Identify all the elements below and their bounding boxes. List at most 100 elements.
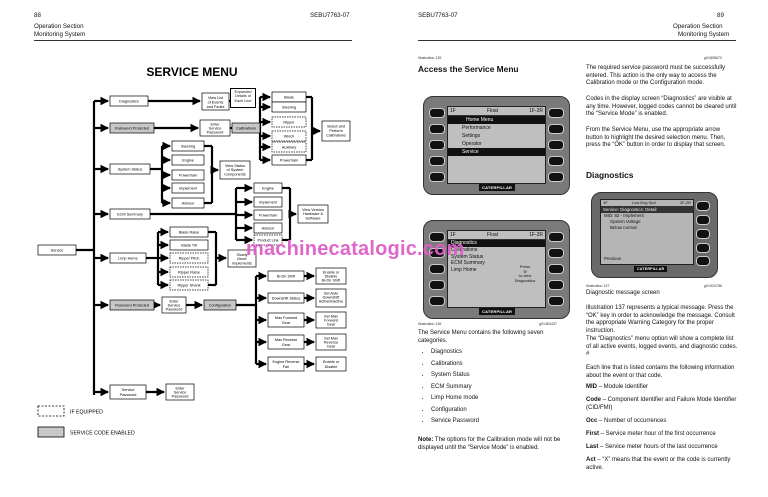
svg-text:Password: Password bbox=[207, 131, 224, 135]
subsection-title: Monitoring System bbox=[678, 31, 730, 38]
svg-text:Downshift: Downshift bbox=[323, 296, 341, 300]
node-configuration: Configuration bbox=[209, 304, 232, 308]
svg-text:Steering: Steering bbox=[181, 145, 195, 149]
caterpillar-logo: CATERPILLAR bbox=[634, 266, 668, 272]
illus135-label: Illustration 135 bbox=[418, 56, 442, 60]
def-last: Last – Service meter hours of the last o… bbox=[586, 444, 718, 450]
node-service: Service bbox=[51, 249, 64, 253]
svg-text:View Status: View Status bbox=[225, 164, 245, 168]
svg-text:View Version: View Version bbox=[302, 208, 324, 212]
caterpillar-logo: CATERPILLAR bbox=[479, 308, 516, 315]
svg-text:Engine Reverse: Engine Reverse bbox=[272, 360, 299, 364]
svg-text:Powertrain: Powertrain bbox=[179, 174, 197, 178]
node-diagnostics: Diagnostics bbox=[119, 100, 139, 104]
svg-text:Downshift Status: Downshift Status bbox=[272, 297, 301, 301]
illus135-id: g01895670 bbox=[704, 56, 722, 60]
svg-text:Ripper Pitch: Ripper Pitch bbox=[179, 257, 200, 261]
svg-text:Gear: Gear bbox=[327, 323, 336, 327]
svg-text:Active/Inactive: Active/Inactive bbox=[319, 300, 343, 304]
node-limp-home: Limp Home bbox=[118, 257, 137, 261]
svg-text:Enable or: Enable or bbox=[323, 360, 340, 364]
svg-text:Ripper Shank: Ripper Shank bbox=[177, 284, 200, 288]
svg-text:Implement: Implement bbox=[259, 201, 278, 205]
svg-text:Implements: Implements bbox=[232, 262, 252, 266]
legend-if-equipped: IF EQUIPPED bbox=[70, 410, 103, 416]
section-title: Operation Section bbox=[673, 23, 723, 30]
para-codes: Codes in the display screen “Diagnostics… bbox=[586, 96, 737, 118]
svg-text:Password: Password bbox=[166, 308, 183, 312]
svg-text:Forward: Forward bbox=[324, 319, 338, 323]
service-menu-diagram: SERVICE MENU bbox=[37, 65, 351, 438]
svg-text:Set Max: Set Max bbox=[324, 337, 338, 341]
node-calibrations: Calibrations bbox=[236, 127, 256, 131]
caterpillar-logo: CATERPILLAR bbox=[479, 184, 516, 191]
subsection-title: Monitoring System bbox=[34, 31, 86, 38]
svg-text:Move: Move bbox=[237, 257, 246, 261]
svg-text:and Faults: and Faults bbox=[207, 105, 225, 109]
svg-text:Service: Service bbox=[168, 304, 181, 308]
svg-text:Enter: Enter bbox=[175, 387, 185, 391]
svg-text:Fan: Fan bbox=[283, 365, 290, 369]
svg-text:Steering: Steering bbox=[282, 106, 296, 110]
legend-service-code-enabled: SERVICE CODE ENABLED bbox=[70, 431, 135, 437]
def-act: Act – “X” means that the event or the co… bbox=[586, 457, 731, 471]
svg-text:Password: Password bbox=[172, 395, 189, 399]
svg-text:Winch: Winch bbox=[284, 135, 295, 139]
svg-text:Perform: Perform bbox=[329, 129, 343, 133]
right-page: SEBU7763-07 89 Operation Section Monitor… bbox=[384, 0, 768, 497]
section-title: Operation Section bbox=[34, 23, 84, 30]
node-password-protected-1: Password Protected bbox=[115, 127, 149, 131]
watermark: machinecatalogic.com bbox=[246, 238, 465, 260]
svg-text:Gear: Gear bbox=[327, 345, 336, 349]
def-first: First – Service meter hour of the first … bbox=[586, 431, 716, 437]
doc-code: SEBU7763-07 bbox=[418, 12, 458, 19]
para-password: The required service password must be su… bbox=[586, 65, 726, 87]
node-service-password: Service bbox=[122, 388, 135, 392]
display-screen-1: 1F Float 1F-2R Home Menu Performance Set… bbox=[423, 96, 570, 195]
display-screen-3: 1F Low Eng Spd 1F-2R Service: Diagnostic… bbox=[591, 192, 718, 278]
para-from: From the Service Menu, use the appropria… bbox=[586, 127, 726, 149]
svg-text:Disable: Disable bbox=[325, 365, 338, 369]
svg-text:Enable or: Enable or bbox=[323, 271, 340, 275]
para-each-line: Each line that is listed contains the fo… bbox=[586, 365, 735, 379]
node-system-status: System Status bbox=[118, 168, 143, 172]
node-ecm-summary: ECM Summary bbox=[117, 213, 143, 217]
svg-text:Slowly: Slowly bbox=[237, 253, 248, 257]
illus136-id: g01363437 bbox=[539, 322, 557, 326]
svg-text:Select and: Select and bbox=[327, 125, 345, 129]
svg-text:Ripper: Ripper bbox=[283, 121, 295, 125]
svg-text:Auxiliary: Auxiliary bbox=[282, 146, 296, 150]
para-illus137: Illustration 137 represents a typical me… bbox=[586, 305, 735, 334]
header-rule bbox=[34, 40, 352, 41]
svg-text:Bi-Dir Shift: Bi-Dir Shift bbox=[277, 275, 296, 279]
svg-text:Service: Service bbox=[174, 391, 187, 395]
svg-text:Blade Tilt: Blade Tilt bbox=[181, 244, 198, 248]
svg-text:Engine: Engine bbox=[262, 187, 274, 191]
page-number: 88 bbox=[34, 12, 41, 19]
svg-text:Disable: Disable bbox=[325, 275, 338, 279]
svg-text:Advisor: Advisor bbox=[182, 202, 195, 206]
node-service-password-2: Password bbox=[120, 393, 137, 397]
svg-text:Enter: Enter bbox=[169, 300, 179, 304]
svg-text:Product Link: Product Link bbox=[257, 239, 278, 243]
def-code: Code – Component Identifier and Failure … bbox=[586, 397, 737, 411]
heading-diagnostics: Diagnostics bbox=[586, 170, 634, 180]
caption-137: Diagnostic message screen bbox=[586, 290, 660, 296]
svg-text:Enter: Enter bbox=[210, 123, 220, 127]
svg-text:Blade Raise: Blade Raise bbox=[179, 231, 199, 235]
svg-text:Max Forward: Max Forward bbox=[275, 316, 297, 320]
def-mid: MID – Module Identifier bbox=[586, 384, 649, 390]
svg-text:Gear: Gear bbox=[282, 343, 291, 347]
page-number: 89 bbox=[717, 12, 724, 19]
illus136-label: Illustration 136 bbox=[418, 322, 442, 326]
display-screen-2: 1F Float 1F-2R Diagnostics Calibrations … bbox=[423, 220, 570, 319]
svg-text:Implement: Implement bbox=[179, 187, 198, 191]
svg-text:Ripper Raise: Ripper Raise bbox=[178, 271, 200, 275]
def-occ: Occ – Number of occurrences bbox=[586, 418, 667, 424]
svg-text:Set Auto: Set Auto bbox=[324, 292, 338, 296]
diagram-title: SERVICE MENU bbox=[146, 65, 237, 79]
para-service-menu: The Service Menu contains the following … bbox=[418, 330, 544, 344]
svg-text:Max Reverse: Max Reverse bbox=[275, 338, 297, 342]
svg-text:of System: of System bbox=[227, 168, 244, 172]
heading-access-service-menu: Access the Service Menu bbox=[418, 64, 519, 74]
